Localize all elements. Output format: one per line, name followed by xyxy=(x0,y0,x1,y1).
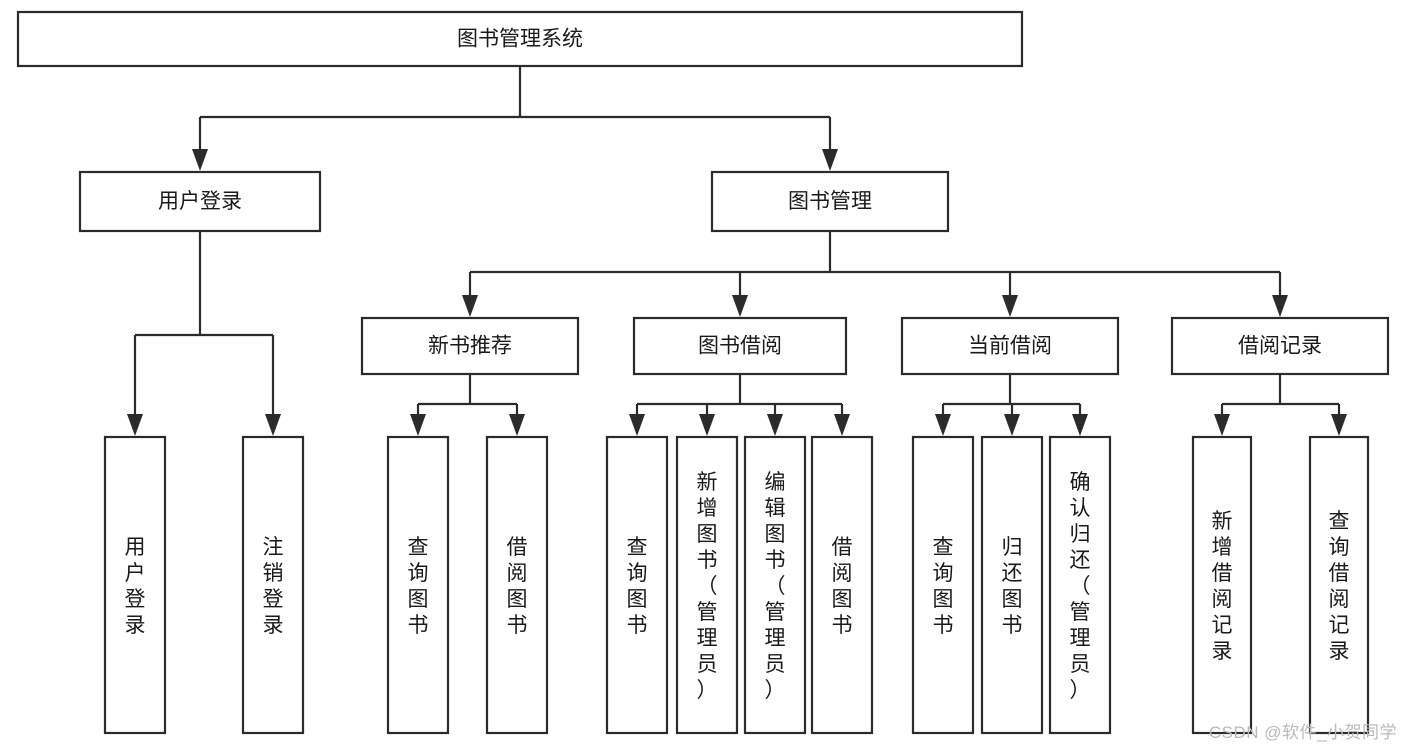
arrow-head-icon xyxy=(1214,414,1230,436)
node-leaf-edit-book[interactable]: 编辑图书（管理员） xyxy=(743,435,807,735)
node-box-new-book-rec[interactable] xyxy=(360,316,580,376)
arrow-head-icon xyxy=(732,295,748,317)
connector-group-current-borrow xyxy=(935,374,1088,436)
connector-group-new-book-rec xyxy=(410,374,525,436)
node-box-leaf-edit-book[interactable] xyxy=(743,435,807,735)
node-box-book-manage[interactable] xyxy=(710,170,950,233)
node-label-leaf-add-book: 新增图书（管理员） xyxy=(697,471,718,702)
node-leaf-query-book-cur[interactable]: 查询图书 xyxy=(911,435,975,735)
node-leaf-logout[interactable]: 注销登录 xyxy=(241,435,305,735)
arrow-head-icon xyxy=(1331,414,1347,436)
nodes-layer: 图书管理系统用户登录图书管理新书推荐图书借阅当前借阅借阅记录用户登录注销登录查询… xyxy=(16,10,1390,735)
node-label-book-borrow: 图书借阅 xyxy=(698,335,782,358)
node-new-book-rec[interactable]: 新书推荐 xyxy=(360,316,580,376)
node-borrow-record[interactable]: 借阅记录 xyxy=(1170,316,1390,376)
arrow-head-icon xyxy=(1002,295,1018,317)
arrow-head-icon xyxy=(410,414,426,436)
node-box-leaf-user-login[interactable] xyxy=(103,435,167,735)
node-leaf-add-book[interactable]: 新增图书（管理员） xyxy=(675,435,739,735)
node-box-current-borrow[interactable] xyxy=(900,316,1120,376)
connector-group-borrow-record xyxy=(1214,374,1347,436)
node-label-leaf-user-login: 用户登录 xyxy=(125,536,146,637)
node-label-user-login: 用户登录 xyxy=(158,190,242,213)
node-label-leaf-return-book: 归还图书 xyxy=(1002,536,1023,637)
arrow-head-icon xyxy=(265,414,281,436)
arrow-head-icon xyxy=(1004,414,1020,436)
node-label-leaf-query-book-rec: 查询图书 xyxy=(408,536,429,637)
node-box-leaf-query-book-borrow[interactable] xyxy=(605,435,669,735)
node-box-leaf-confirm-return[interactable] xyxy=(1048,435,1112,735)
arrow-head-icon xyxy=(767,414,783,436)
node-box-leaf-add-record[interactable] xyxy=(1191,435,1253,735)
arrow-head-icon xyxy=(629,414,645,436)
connector-group-book-borrow xyxy=(629,374,850,436)
arrow-head-icon xyxy=(462,295,478,317)
node-leaf-return-book[interactable]: 归还图书 xyxy=(980,435,1044,735)
node-box-leaf-query-record[interactable] xyxy=(1308,435,1370,735)
node-book-borrow[interactable]: 图书借阅 xyxy=(632,316,848,376)
node-box-book-borrow[interactable] xyxy=(632,316,848,376)
arrow-head-icon xyxy=(1072,414,1088,436)
node-label-leaf-query-book-cur: 查询图书 xyxy=(933,536,954,637)
arrow-head-icon xyxy=(699,414,715,436)
node-user-login[interactable]: 用户登录 xyxy=(78,170,322,233)
node-box-leaf-logout[interactable] xyxy=(241,435,305,735)
node-label-leaf-query-book-borrow: 查询图书 xyxy=(627,536,648,637)
node-label-root: 图书管理系统 xyxy=(457,28,583,51)
node-leaf-borrow-book[interactable]: 借阅图书 xyxy=(810,435,874,735)
node-leaf-add-record[interactable]: 新增借阅记录 xyxy=(1191,435,1253,735)
node-box-user-login[interactable] xyxy=(78,170,322,233)
arrow-head-icon xyxy=(127,414,143,436)
arrow-head-icon xyxy=(834,414,850,436)
node-book-manage[interactable]: 图书管理 xyxy=(710,170,950,233)
node-leaf-query-book-borrow[interactable]: 查询图书 xyxy=(605,435,669,735)
node-label-leaf-confirm-return: 确认归还（管理员） xyxy=(1070,471,1091,702)
node-label-leaf-query-record: 查询借阅记录 xyxy=(1329,510,1350,663)
node-leaf-borrow-book-rec[interactable]: 借阅图书 xyxy=(485,435,549,735)
node-box-root[interactable] xyxy=(16,10,1024,68)
arrow-head-icon xyxy=(509,414,525,436)
node-root[interactable]: 图书管理系统 xyxy=(16,10,1024,68)
arrow-head-icon xyxy=(822,149,838,171)
node-label-leaf-borrow-book: 借阅图书 xyxy=(832,536,853,637)
node-label-borrow-record: 借阅记录 xyxy=(1238,335,1322,358)
node-box-leaf-query-book-cur[interactable] xyxy=(911,435,975,735)
node-label-current-borrow: 当前借阅 xyxy=(968,335,1052,358)
node-label-leaf-add-record: 新增借阅记录 xyxy=(1212,510,1233,663)
node-box-leaf-add-book[interactable] xyxy=(675,435,739,735)
node-box-leaf-borrow-book[interactable] xyxy=(810,435,874,735)
node-leaf-query-record[interactable]: 查询借阅记录 xyxy=(1308,435,1370,735)
node-label-leaf-edit-book: 编辑图书（管理员） xyxy=(765,471,786,702)
node-current-borrow[interactable]: 当前借阅 xyxy=(900,316,1120,376)
connector-group-user-login xyxy=(127,231,281,436)
node-box-leaf-return-book[interactable] xyxy=(980,435,1044,735)
arrow-head-icon xyxy=(935,414,951,436)
connector-group-book-manage xyxy=(462,231,1288,317)
node-label-new-book-rec: 新书推荐 xyxy=(428,335,512,358)
node-box-borrow-record[interactable] xyxy=(1170,316,1390,376)
connector-group-root xyxy=(192,66,838,171)
node-box-leaf-query-book-rec[interactable] xyxy=(386,435,450,735)
connectors-layer xyxy=(127,66,1347,436)
node-leaf-query-book-rec[interactable]: 查询图书 xyxy=(386,435,450,735)
node-box-leaf-borrow-book-rec[interactable] xyxy=(485,435,549,735)
node-leaf-user-login[interactable]: 用户登录 xyxy=(103,435,167,735)
arrow-head-icon xyxy=(1272,295,1288,317)
arrow-head-icon xyxy=(192,149,208,171)
node-label-leaf-borrow-book-rec: 借阅图书 xyxy=(507,536,528,637)
node-label-leaf-logout: 注销登录 xyxy=(263,536,284,637)
node-label-book-manage: 图书管理 xyxy=(788,190,872,213)
node-leaf-confirm-return[interactable]: 确认归还（管理员） xyxy=(1048,435,1112,735)
